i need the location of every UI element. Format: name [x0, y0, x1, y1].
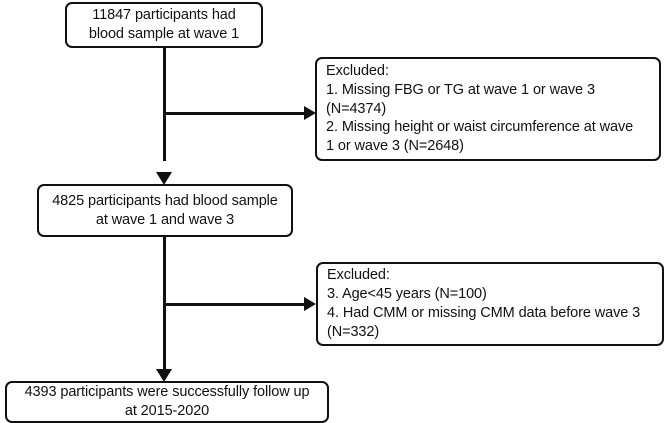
arrowhead-right-to-excluded-2-icon — [304, 297, 316, 311]
arrowhead-right-to-excluded-1-icon — [304, 106, 316, 120]
node-excluded-2: Excluded: 3. Age<45 years (N=100) 4. Had… — [316, 262, 664, 346]
node-cohort-wave3-text: 4825 participants had blood sample at wa… — [52, 192, 278, 228]
arrowhead-down-to-followup-icon — [156, 369, 172, 382]
node-excluded-1: Excluded: 1. Missing FBG or TG at wave 1… — [315, 57, 661, 161]
connector-wave3-to-followup — [163, 237, 166, 379]
node-cohort-followup: 4393 participants were successfully foll… — [5, 381, 329, 423]
connector-wave3-to-excluded-2 — [163, 303, 309, 306]
node-cohort-followup-text: 4393 participants were successfully foll… — [24, 384, 310, 419]
node-cohort-wave3: 4825 participants had blood sample at wa… — [37, 184, 293, 237]
arrowhead-down-to-wave3-icon — [156, 172, 172, 185]
node-excluded-1-text: Excluded: 1. Missing FBG or TG at wave 1… — [326, 62, 634, 155]
connector-baseline-to-excluded-1 — [163, 112, 309, 115]
connector-baseline-to-wave3 — [163, 48, 166, 161]
node-cohort-baseline-text: 11847 participants had blood sample at w… — [88, 7, 240, 42]
node-cohort-baseline: 11847 participants had blood sample at w… — [65, 2, 263, 48]
node-excluded-2-text: Excluded: 3. Age<45 years (N=100) 4. Had… — [327, 267, 641, 340]
